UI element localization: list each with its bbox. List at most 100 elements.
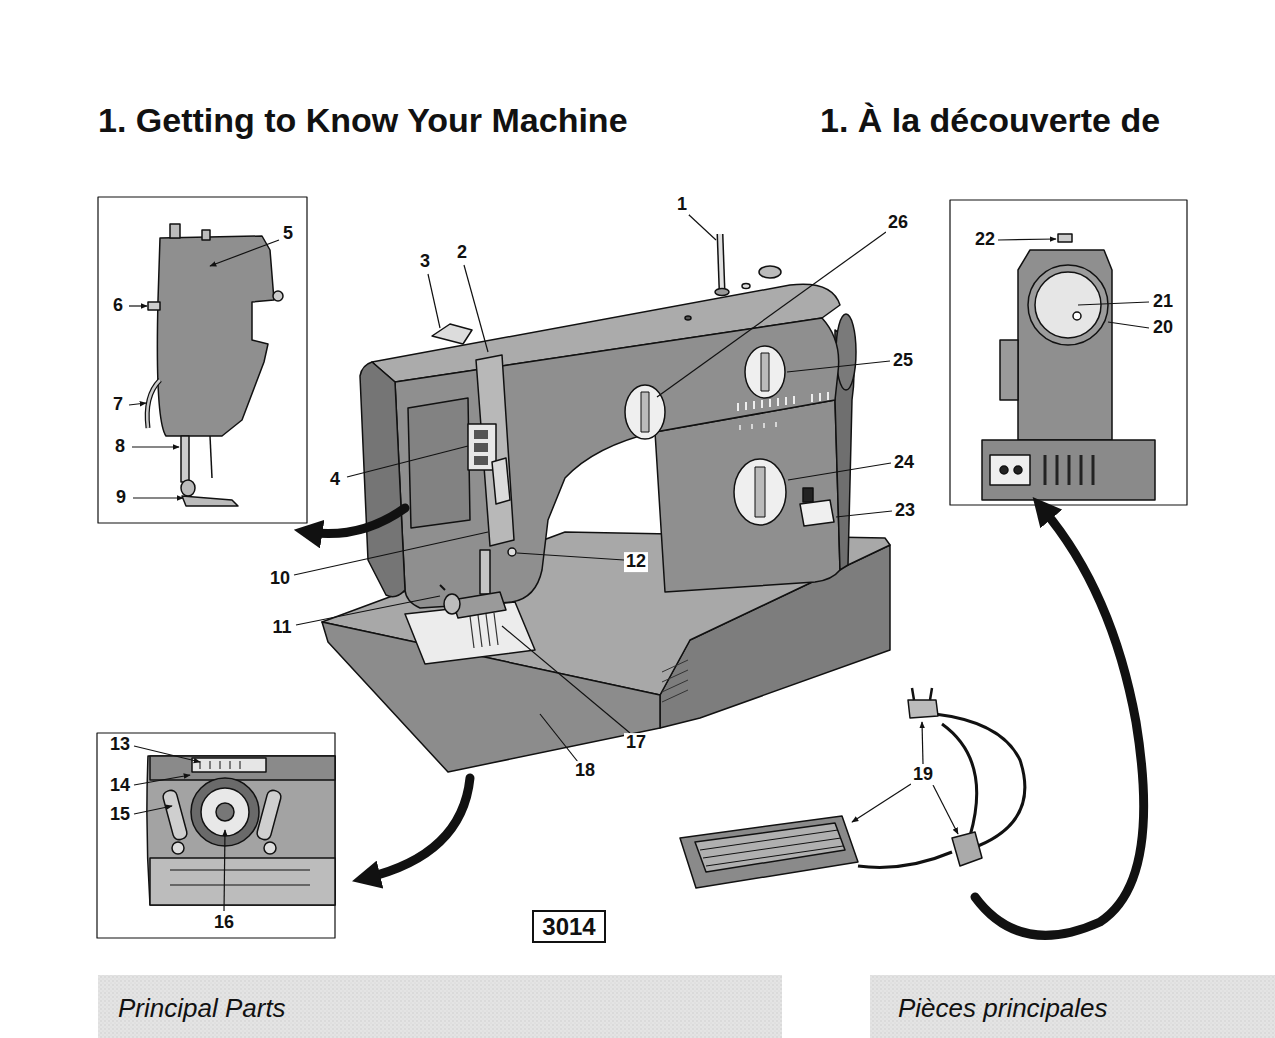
inset-bobbin-area <box>192 758 266 772</box>
model-number-box: 3014 <box>532 910 606 943</box>
leader-line <box>836 511 892 517</box>
inset-head-side <box>98 197 307 523</box>
callout-number: 12 <box>624 552 648 572</box>
inset-bobbin-area <box>170 870 310 885</box>
machine-body <box>480 550 490 594</box>
machine-body <box>474 456 488 465</box>
inset-bobbin-area <box>162 789 188 841</box>
machine-body <box>474 430 488 439</box>
inset-bobbin-area <box>216 803 234 821</box>
leader-line <box>540 714 578 762</box>
leader-line <box>129 214 1149 911</box>
inset-machine-side <box>1000 340 1018 400</box>
callout-number: 17 <box>624 733 648 753</box>
inset-arrow <box>975 508 1144 935</box>
machine-body <box>444 594 460 614</box>
machine-body <box>641 392 649 432</box>
leader-line <box>428 274 440 328</box>
leader-line <box>296 596 440 625</box>
callout-number: 16 <box>212 913 236 933</box>
callout-number: 21 <box>1151 292 1175 312</box>
inset-bobbin-area <box>97 733 335 938</box>
machine-body <box>685 316 691 320</box>
leader-line <box>688 214 716 240</box>
machine-body <box>740 422 776 430</box>
inset-head-side <box>210 436 212 478</box>
machine-body <box>440 585 445 590</box>
inset-bobbin-area <box>97 733 335 938</box>
foot-controller <box>942 724 977 836</box>
callout-number: 23 <box>893 501 917 521</box>
foot-controller <box>695 823 845 872</box>
leader-line <box>922 722 923 764</box>
leader-line <box>224 830 225 911</box>
page-heading: 1. À la découverte de <box>820 102 1160 139</box>
leader-line <box>998 239 1056 240</box>
machine-body <box>803 488 813 502</box>
inset-bobbin-area <box>150 858 335 905</box>
caption: Pièces principales <box>898 994 1108 1023</box>
inset-machine-side <box>982 440 1155 500</box>
foot-controller <box>858 852 952 867</box>
leader-line <box>347 446 468 477</box>
inset-machine-side <box>1018 250 1112 440</box>
inset-bobbin-area <box>150 756 335 780</box>
machine-body <box>755 467 765 517</box>
caption-band <box>98 975 782 1038</box>
inset-machine-side <box>1014 466 1022 474</box>
caption-band <box>870 975 1275 1038</box>
leader-line <box>657 232 886 397</box>
callout-number: 20 <box>1151 318 1175 338</box>
leader-line <box>129 403 146 405</box>
foot-controller <box>908 700 938 718</box>
callout-number: 3 <box>418 252 432 272</box>
inset-bobbin-area <box>200 761 240 769</box>
leader-line <box>502 626 630 733</box>
machine-body <box>742 284 750 289</box>
callout-number: 22 <box>973 230 997 250</box>
machine-body <box>720 234 722 290</box>
machine-body <box>734 459 786 525</box>
leader-line <box>129 305 147 306</box>
inset-machine-side <box>950 200 1187 505</box>
model-number: 3014 <box>542 914 596 940</box>
callout-number: 26 <box>886 213 910 233</box>
callout-number: 25 <box>891 351 915 371</box>
inset-arrow <box>366 778 470 878</box>
inset-head-side <box>157 236 274 436</box>
callout-number: 6 <box>111 296 125 316</box>
callout-number: 14 <box>108 776 132 796</box>
callout-number: 24 <box>892 453 916 473</box>
machine-body <box>474 443 488 452</box>
leader-line <box>134 775 190 785</box>
callout-number: 18 <box>573 761 597 781</box>
leader-line <box>787 361 890 372</box>
callout-number: 9 <box>114 488 128 508</box>
leader-line <box>788 463 891 480</box>
foot-controller <box>952 832 982 866</box>
leader-line <box>134 746 200 762</box>
inset-head-side <box>147 380 160 428</box>
inset-machine-side <box>1000 466 1008 474</box>
foot-controller <box>935 714 1025 846</box>
machine-body <box>738 392 828 411</box>
inset-machine-side <box>990 455 1030 485</box>
leader-line <box>210 240 279 266</box>
machine-body <box>395 318 839 608</box>
leader-line <box>134 806 172 814</box>
machine-body <box>625 385 665 439</box>
machine-body <box>720 234 722 290</box>
inset-arrow <box>308 508 405 534</box>
inset-head-side <box>182 496 238 506</box>
callout-number: 2 <box>455 243 469 263</box>
machine-body <box>715 289 729 296</box>
leader-line <box>132 446 179 447</box>
inset-head-side <box>170 224 180 238</box>
machine-body <box>761 353 769 391</box>
leader-line <box>517 553 624 560</box>
foot-controller <box>680 816 858 888</box>
callout-number: 8 <box>113 437 127 457</box>
inset-head-side <box>181 480 195 496</box>
machine-body <box>662 660 688 702</box>
